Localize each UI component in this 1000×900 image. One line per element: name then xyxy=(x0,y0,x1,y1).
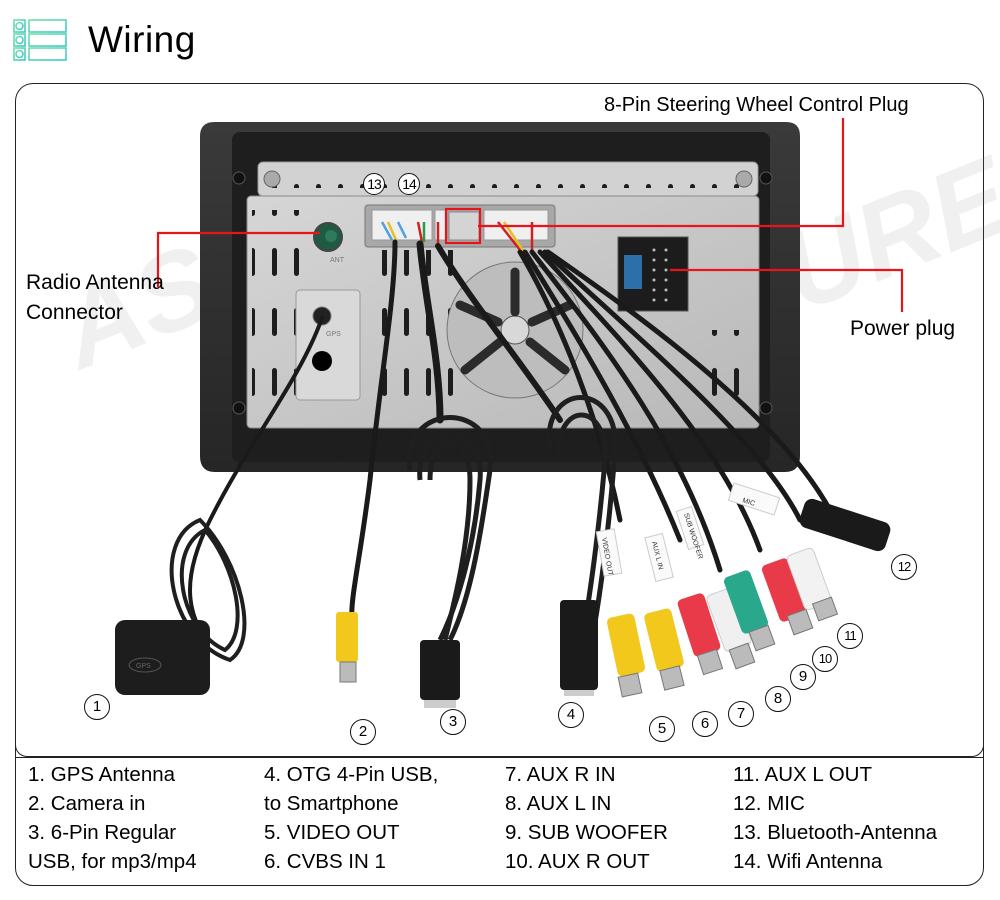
usb-cable-coil xyxy=(406,415,494,642)
badge-14: 14 xyxy=(398,173,420,195)
ant-port-label: ANT xyxy=(330,257,345,264)
badge-13: 13 xyxy=(363,173,385,195)
legend-item: 1. GPS Antenna xyxy=(28,763,176,786)
rca-connector-cvbs-in xyxy=(644,608,685,691)
legend-item: 6. CVBS IN 1 xyxy=(264,850,386,873)
legend-item: 13. Bluetooth-Antenna xyxy=(733,821,938,844)
legend-column-3: 7. AUX R IN 8. AUX L IN 9. SUB WOOFER 10… xyxy=(505,760,733,880)
page-header: Wiring xyxy=(12,14,196,66)
legend-item: 7. AUX R IN xyxy=(505,763,616,786)
legend-item: 12. MIC xyxy=(733,792,805,815)
tag-mic: MIC xyxy=(741,497,755,508)
rca-connector-aux-l-out xyxy=(786,547,839,622)
legend-column-1: 1. GPS Antenna 2. Camera in 3. 6-Pin Reg… xyxy=(28,760,264,880)
legend-item: 8. AUX L IN xyxy=(505,792,612,815)
list-icon xyxy=(13,19,67,61)
callout-power-plug: Power plug xyxy=(850,317,956,340)
badge-8: 8 xyxy=(765,686,791,712)
legend-column-2: 4. OTG 4-Pin USB, to Smartphone 5. VIDEO… xyxy=(264,760,505,880)
mic-jack xyxy=(799,498,891,552)
badge-12: 12 xyxy=(891,554,917,580)
page-title: Wiring xyxy=(88,19,196,60)
badge-1: 1 xyxy=(84,694,110,720)
cables xyxy=(188,239,833,632)
leader-lines xyxy=(156,118,904,312)
4g-port xyxy=(312,351,332,371)
legend-item: 14. Wifi Antenna xyxy=(733,850,883,873)
badge-3: 3 xyxy=(440,709,466,735)
legend-frame xyxy=(15,757,984,886)
callout-radio-antenna-line1: Radio Antenna xyxy=(26,271,164,294)
badge-11: 11 xyxy=(837,623,863,649)
otg-connector xyxy=(560,600,598,696)
top-vent-rail xyxy=(257,161,759,197)
badge-10: 10 xyxy=(812,646,838,672)
gps-module: GPS xyxy=(115,620,210,695)
leader-antenna xyxy=(156,231,320,287)
callout-radio-antenna-line2: Connector xyxy=(26,301,123,324)
badge-4: 4 xyxy=(558,702,584,728)
leader-steering xyxy=(478,118,845,228)
legend-item: 10. AUX R OUT xyxy=(505,850,650,873)
legend-column-4: 11. AUX L OUT 12. MIC 13. Bluetooth-Ante… xyxy=(733,760,978,880)
gps-port-label: GPS xyxy=(326,331,341,338)
badge-5: 5 xyxy=(649,716,675,742)
usb-connector xyxy=(420,640,460,708)
legend-item: 5. VIDEO OUT xyxy=(264,821,400,844)
gps-module-label: GPS xyxy=(136,663,151,670)
legend-item: 3. 6-Pin Regular xyxy=(28,821,177,844)
steering-highlight-box xyxy=(444,207,482,245)
chassis: GPS ANT xyxy=(246,195,760,429)
callout-radio-antenna: Radio Antenna Connector xyxy=(26,268,164,328)
badge-7: 7 xyxy=(728,701,754,727)
badge-2: 2 xyxy=(350,719,376,745)
steering-plug-socket xyxy=(448,211,480,241)
badge-6: 6 xyxy=(692,711,718,737)
diagram-frame xyxy=(15,83,984,757)
rca-connector-aux-r-in xyxy=(677,593,724,676)
bt-wifi-connector xyxy=(371,209,433,241)
legend-item: 11. AUX L OUT xyxy=(733,763,872,786)
badge-9: 9 xyxy=(790,664,816,690)
camera-rca-connector xyxy=(336,612,358,683)
legend-item: USB, for mp3/mp4 xyxy=(28,850,197,873)
callout-steering-wheel-plug: 8-Pin Steering Wheel Control Plug xyxy=(604,94,909,116)
otg-cable-coil xyxy=(546,395,618,651)
legend-item: 4. OTG 4-Pin USB, xyxy=(264,763,439,786)
fan-grille xyxy=(446,261,584,399)
leader-power xyxy=(670,268,904,312)
rca-connector-video-out xyxy=(606,613,646,698)
legend-item: to Smartphone xyxy=(264,792,399,815)
legend: 1. GPS Antenna 2. Camera in 3. 6-Pin Reg… xyxy=(28,760,978,880)
legend-item: 2. Camera in xyxy=(28,792,146,815)
legend-item: 9. SUB WOOFER xyxy=(505,821,668,844)
gps-cable-coil xyxy=(169,517,247,663)
rca-connector-aux-r-out xyxy=(761,558,814,636)
rca-connector-sub-woofer xyxy=(723,570,776,652)
